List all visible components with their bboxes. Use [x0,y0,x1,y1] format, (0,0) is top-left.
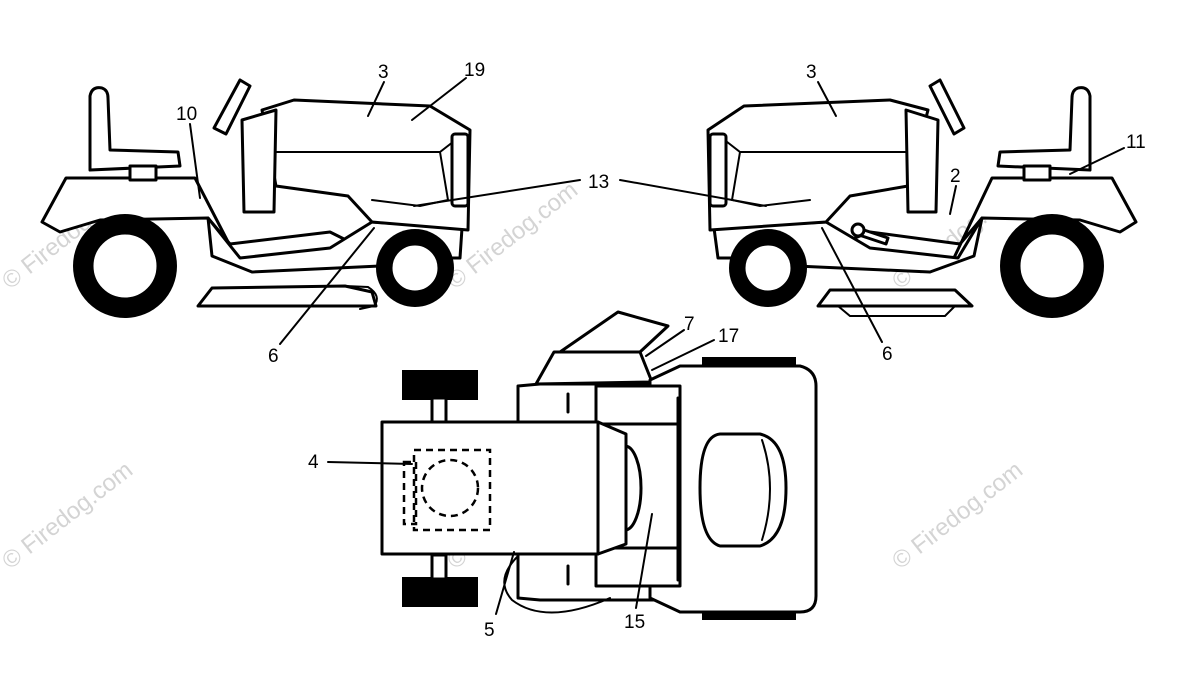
right-hood [706,98,930,232]
callout-4: 4 [308,452,319,473]
top-engine-circle [420,458,480,518]
callout-5: 5 [484,620,495,641]
top-axle-upper [430,396,448,424]
leader-15 [635,513,653,609]
callout-19: 19 [464,60,485,81]
leader-17 [651,339,715,371]
leader-3-left [367,81,385,117]
watermark-right-bottom: © Firedog.com [887,456,1028,574]
callout-7: 7 [684,314,695,335]
right-grille [708,132,728,208]
right-deck-guard [837,305,956,317]
callout-17: 17 [718,326,739,347]
leader-lines [189,77,1125,615]
leader-19 [411,77,467,121]
leader-10 [189,123,201,199]
leader-4 [327,461,413,465]
left-front-hub [389,242,441,294]
callout-3-right: 3 [806,62,817,83]
right-seat-post [1022,164,1052,182]
right-mower-deck [816,288,974,308]
top-chute-base [534,350,654,386]
callout-3-left: 3 [378,62,389,83]
top-rear-tire-lower [402,577,478,607]
right-lever-knob [850,222,866,238]
top-axle-lower [430,553,448,581]
left-seat-post [128,164,158,182]
top-seat-back [761,439,771,541]
leader-6-left [279,227,375,345]
callout-6-right: 6 [882,344,893,365]
callout-2: 2 [950,166,961,187]
left-rear-fender [40,176,348,267]
left-discharge-chute [344,285,378,310]
leader-3-right [817,81,837,117]
leader-7 [645,329,685,357]
top-footrest-upper [594,384,682,426]
top-engine-outline-inner [402,460,418,526]
callout-11: 11 [1126,132,1146,153]
top-front-axle-cable [503,555,611,614]
callout-15: 15 [624,612,645,633]
top-rear-tire-upper [402,370,478,400]
top-view [380,310,818,620]
top-chute-cover [558,310,670,354]
right-seat [996,86,1092,172]
right-steering-wheel [928,78,966,136]
leader-13-right [619,179,767,207]
left-side-view [40,78,472,318]
right-rear-hub [1017,231,1087,301]
left-grille [450,132,470,208]
leader-13-left [413,179,581,207]
top-seat-cushion [698,432,788,548]
left-seat [88,86,182,172]
leader-11 [1069,147,1125,175]
top-engine-outline [412,448,492,532]
watermark-left-bottom: © Firedog.com [0,456,138,574]
right-front-hub [742,242,794,294]
right-side-view [706,78,1138,318]
callout-6-left: 6 [268,346,279,367]
left-mower-deck [196,284,378,308]
callout-10: 10 [176,104,197,125]
leader-6-right [821,227,883,343]
left-steering-column [240,108,278,214]
top-footrest-lower [594,546,682,588]
left-rear-hub [90,231,160,301]
callout-labels: 10 3 19 13 6 3 11 2 6 7 17 4 5 15 [176,60,1146,641]
left-hood [260,98,472,232]
right-steering-column [904,108,940,214]
leader-2 [949,185,957,215]
callout-13: 13 [588,172,609,193]
left-steering-wheel [212,78,252,136]
top-hood-transition [596,420,628,556]
leader-5 [495,551,515,615]
